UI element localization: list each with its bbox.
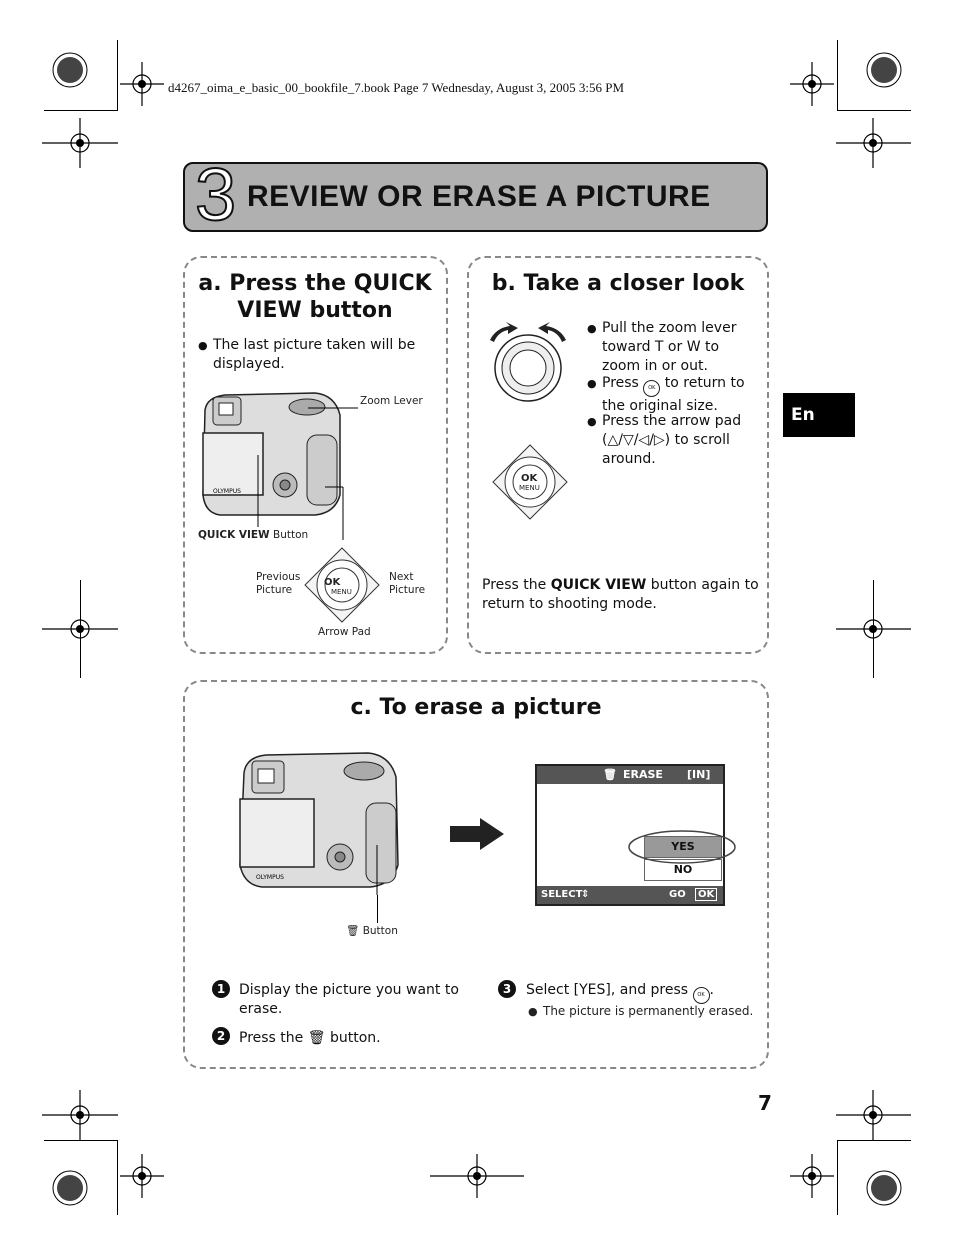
ok-button-icon: OK xyxy=(643,380,661,397)
b-pad-menu: MENU xyxy=(519,484,540,492)
trash-callout-line xyxy=(377,895,378,923)
b-bullet-zoom: Pull the zoom lever toward T or W to zoo… xyxy=(587,319,757,376)
page-number: 7 xyxy=(758,1091,772,1115)
section-a-bullet: The last picture taken will be displayed… xyxy=(198,336,423,374)
b-footer-pre: Press the xyxy=(482,577,551,593)
b-bullet-scroll: Press the arrow pad (△/▽/◁/▷) to scroll … xyxy=(587,412,757,469)
yes-option[interactable]: YES xyxy=(644,836,722,858)
step-2-text: Press the 🗑 button. xyxy=(239,1029,459,1048)
erase-screen-header: 🗑 ERASE [IN] xyxy=(537,766,723,784)
arrow-pad-label: Arrow Pad xyxy=(318,626,371,638)
go-ok-icon: OK xyxy=(695,888,718,901)
step-3-text: Select [YES], and press OK. xyxy=(526,981,756,1004)
erase-screen: 🗑 ERASE [IN] YES NO SELECT ⇕ GO OK xyxy=(535,764,725,906)
chapter-banner: 3 REVIEW OR ERASE A PICTURE xyxy=(183,157,768,233)
b-pad-ok: OK xyxy=(521,473,538,484)
step-3-note: The picture is permanently erased. xyxy=(528,1004,763,1019)
trash-button-text: Button xyxy=(362,925,398,937)
quick-view-label: QUICK VIEW Button xyxy=(198,529,308,542)
arrow-pad-menu: MENU xyxy=(331,588,352,596)
yes-highlight-ellipse xyxy=(628,830,736,864)
step-2-pre: Press the xyxy=(239,1030,308,1046)
camera-back-illustration: OLYMPUS xyxy=(202,392,341,516)
ok-arrow-pad-icon xyxy=(492,444,568,520)
step-2-number: 2 xyxy=(212,1027,230,1045)
next-picture-label: Next Picture xyxy=(389,571,426,596)
section-b-title: b. Take a closer look xyxy=(491,271,745,296)
select-arrows-icon: ⇕ xyxy=(581,889,590,900)
step-1-text: Display the picture you want to erase. xyxy=(239,982,459,1017)
trash-icon-inline: 🗑 xyxy=(307,1030,326,1046)
quick-view-bold: QUICK VIEW xyxy=(198,529,270,541)
previous-picture-label: Previous Picture xyxy=(256,571,301,596)
go-hint: GO xyxy=(669,889,686,900)
b-bullet-ok-pre: Press xyxy=(602,375,644,391)
b-bullet-ok: Press OK to return to the original size. xyxy=(587,374,757,416)
quick-view-rest: Button xyxy=(269,529,309,541)
callout-lines xyxy=(257,407,358,540)
camera-erase-illustration: OLYMPUS xyxy=(239,752,399,895)
step-3-post: . xyxy=(709,982,714,998)
step-3-pre: Select [YES], and press xyxy=(526,982,693,998)
trash-icon: 🗑 xyxy=(346,925,360,937)
select-hint: SELECT xyxy=(541,889,583,900)
section-a-title-line2: VIEW button xyxy=(237,298,393,323)
section-a-title: a. Press the QUICK VIEW button xyxy=(186,270,444,324)
section-b-panel xyxy=(467,256,769,654)
step-3-number: 3 xyxy=(498,980,516,998)
print-header: d4267_oima_e_basic_00_bookfile_7.book Pa… xyxy=(168,80,625,95)
erase-screen-footer: SELECT ⇕ GO OK xyxy=(537,886,723,904)
svg-text:OLYMPUS: OLYMPUS xyxy=(213,488,241,495)
erase-trash-icon: 🗑 xyxy=(603,768,617,781)
section-c-panel xyxy=(183,680,769,1069)
b-footer-bold: QUICK VIEW xyxy=(550,577,647,593)
step-2-post: button. xyxy=(325,1030,381,1046)
b-footer-text: Press the QUICK VIEW button again to ret… xyxy=(482,576,762,614)
arrow-right-icon xyxy=(450,818,504,850)
trash-button-label: 🗑 Button xyxy=(346,925,398,938)
svg-text:OLYMPUS: OLYMPUS xyxy=(256,874,284,881)
arrow-pad-icon xyxy=(304,547,380,623)
chapter-number: 3 xyxy=(194,153,237,236)
ok-button-icon-inline: OK xyxy=(692,987,710,1004)
b-bullet-ok-post: to return to the original size. xyxy=(602,375,745,414)
zoom-lever-icon xyxy=(490,322,566,402)
memory-indicator: [IN] xyxy=(687,768,711,781)
section-a-title-line1: a. Press the QUICK xyxy=(198,271,432,296)
chapter-title: REVIEW OR ERASE A PICTURE xyxy=(247,180,711,213)
section-a-panel xyxy=(183,256,448,654)
zoom-lever-label: Zoom Lever xyxy=(360,395,423,407)
step-1-number: 1 xyxy=(212,980,230,998)
no-option[interactable]: NO xyxy=(644,859,722,881)
language-tab: En xyxy=(783,393,855,437)
section-c-title: c. To erase a picture xyxy=(350,695,602,720)
b-footer-post: button again to return to shooting mode. xyxy=(482,577,759,612)
erase-screen-title: ERASE xyxy=(623,768,663,781)
arrow-pad-ok: OK xyxy=(324,577,341,588)
